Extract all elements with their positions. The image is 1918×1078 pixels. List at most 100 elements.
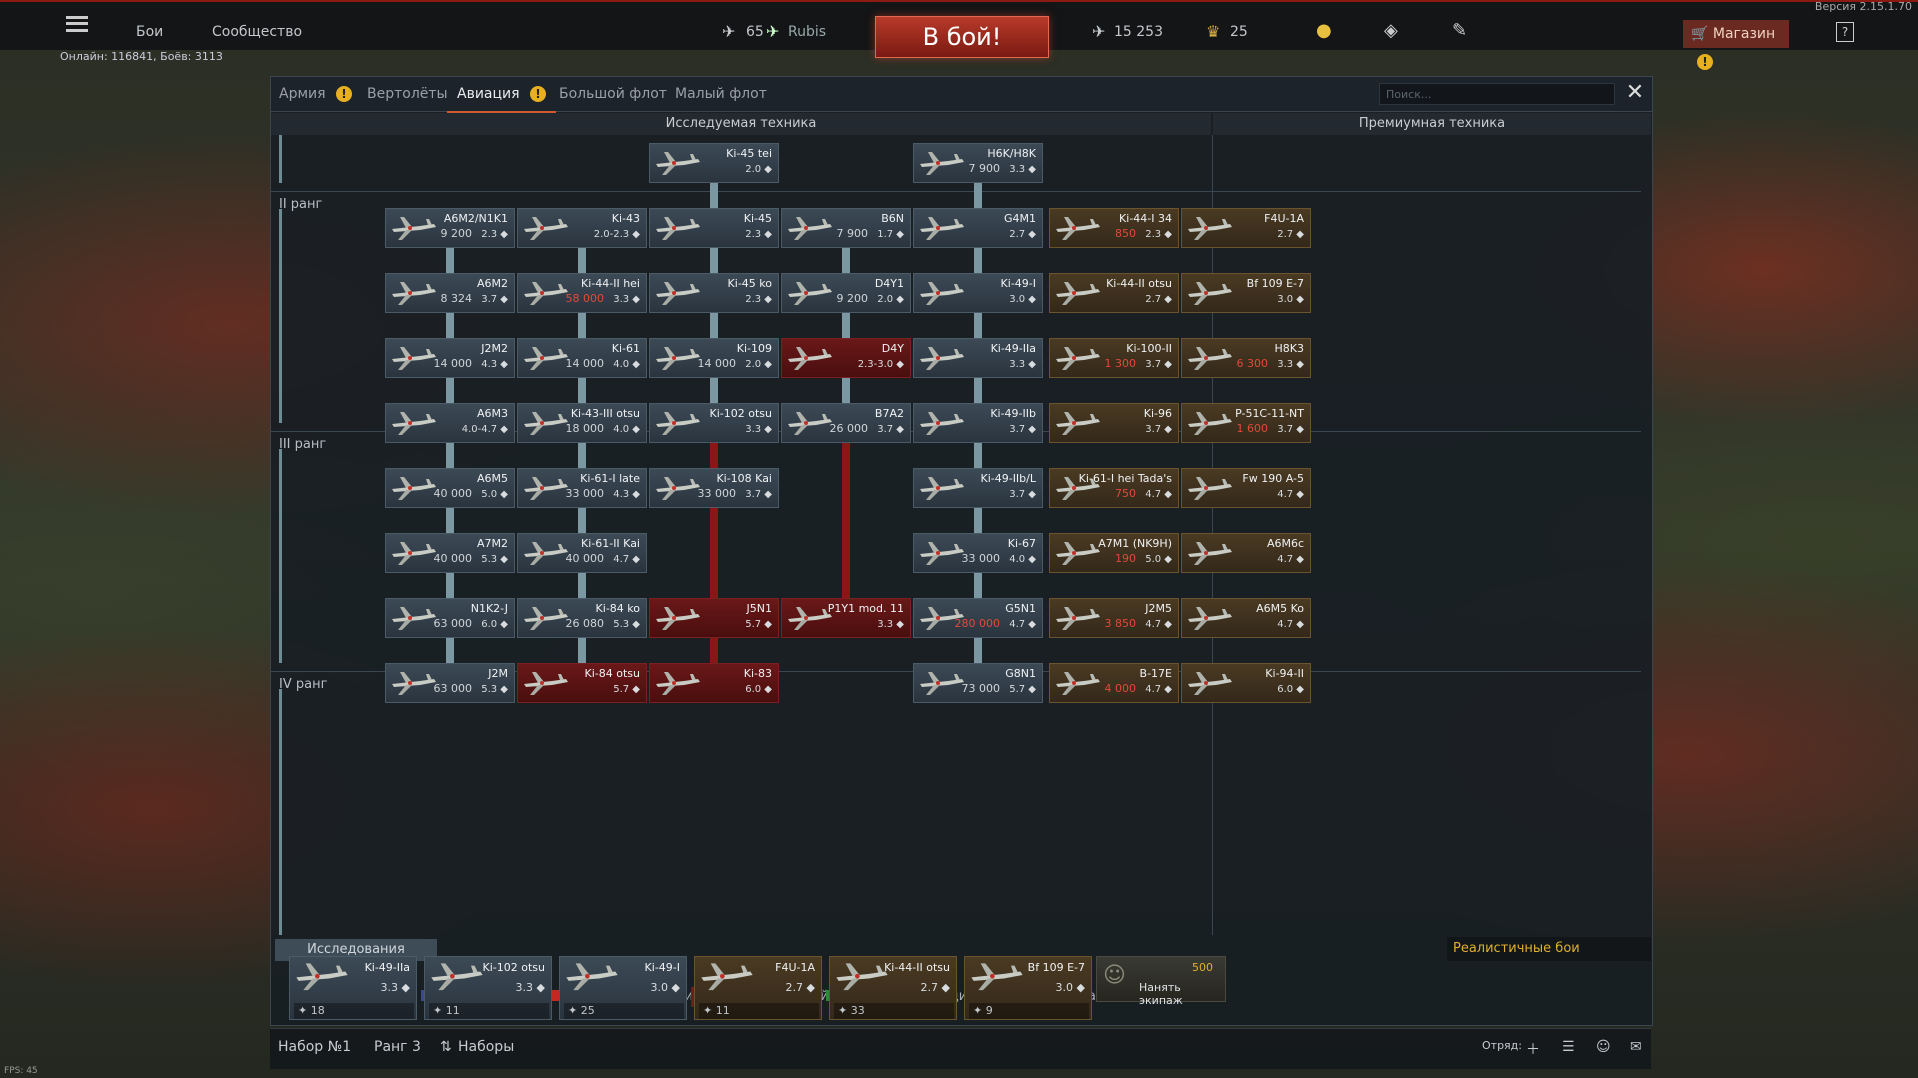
tab-aviation-label: Авиация — [457, 86, 520, 102]
tab-army[interactable]: Армия ! — [279, 77, 352, 111]
battles-menu[interactable]: Бои — [136, 24, 164, 40]
shop-button[interactable]: 🛒 Магазин ! — [1683, 20, 1789, 70]
aircraft-image — [1186, 280, 1234, 306]
research-cost: 14 000 — [697, 357, 737, 370]
friends-icon[interactable]: ☺ — [1596, 1039, 1611, 1055]
aircraft-image — [918, 280, 966, 306]
aircraft-image — [1054, 605, 1102, 631]
help-icon[interactable]: ? — [1836, 22, 1854, 42]
rank-divider — [271, 191, 1641, 192]
game-mode-select[interactable]: Реалистичные бои — [1447, 937, 1651, 961]
player-name[interactable]: Rubis — [788, 24, 827, 40]
hire-crew-slot[interactable]: ☺ 500 Нанять экипаж — [1096, 956, 1226, 1007]
wrench-icon[interactable]: ✎ — [1452, 20, 1468, 41]
tab-coastal-fleet[interactable]: Малый флот — [675, 86, 767, 102]
close-icon[interactable]: ✕ — [1625, 80, 1645, 105]
rank-filter[interactable]: Ранг 3 — [374, 1039, 421, 1055]
battle-rating: 3.3 ◆ — [613, 294, 640, 305]
vehicle-name: Ki-49-IIb — [990, 407, 1036, 420]
presets-button[interactable]: Наборы — [458, 1039, 515, 1055]
list-icon[interactable]: ☰ — [1562, 1039, 1575, 1055]
mail-icon[interactable]: ✉ — [1630, 1039, 1642, 1055]
decals-icon[interactable]: ◈ — [1384, 20, 1398, 41]
menu-icon[interactable] — [66, 16, 88, 32]
aircraft-image — [564, 961, 620, 991]
vehicle-name: Ki-100-II — [1126, 342, 1172, 355]
search-input[interactable]: Поиск... — [1379, 83, 1615, 105]
research-button[interactable]: Исследования — [275, 939, 437, 961]
preset-name[interactable]: Набор №1 — [278, 1039, 352, 1055]
aircraft-image — [654, 150, 702, 176]
battle-rating: 4.7 ◆ — [1277, 489, 1304, 500]
vehicle-name: Bf 109 E-7 — [1246, 277, 1304, 290]
tab-bluewater-fleet[interactable]: Большой флот — [559, 86, 667, 102]
tab-helicopters[interactable]: Вертолёты — [367, 86, 448, 102]
add-icon[interactable]: ＋ — [1526, 1042, 1540, 1058]
tab-aviation[interactable]: Авиация ! — [447, 77, 557, 113]
community-menu[interactable]: Сообщество — [212, 24, 303, 40]
battle-button[interactable]: В бой! — [875, 16, 1049, 58]
lightbulb-icon[interactable]: ● — [1316, 20, 1332, 41]
